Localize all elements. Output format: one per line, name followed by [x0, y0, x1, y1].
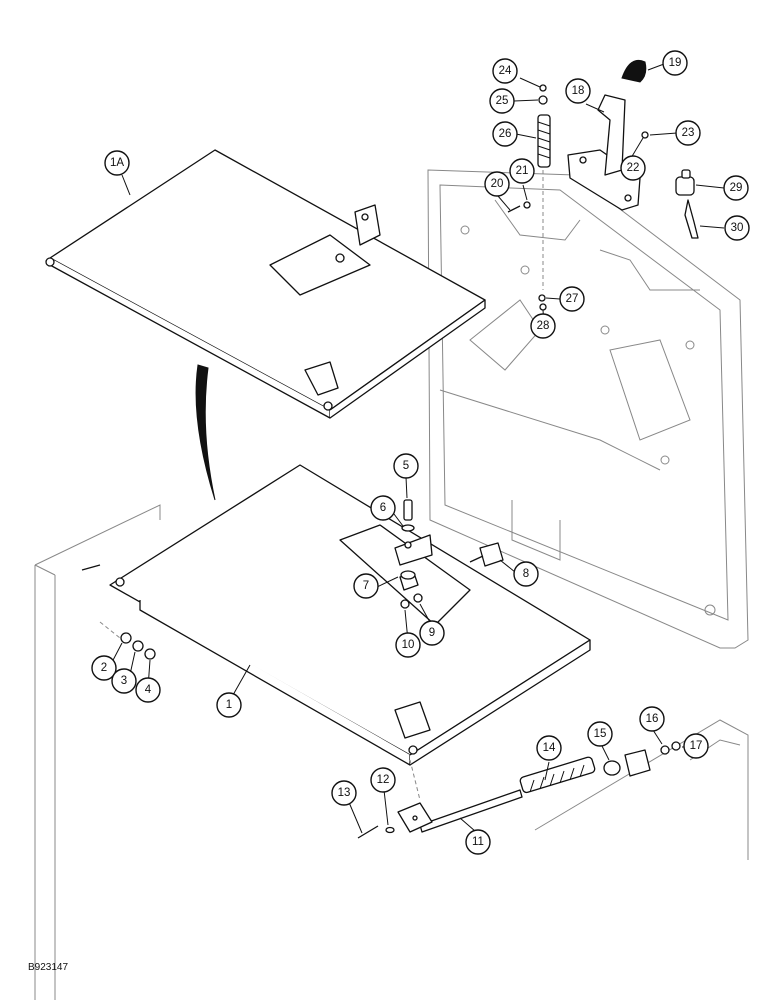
callout-label: 11 — [472, 836, 484, 848]
callout-label: 8 — [523, 568, 529, 580]
callout-label: 9 — [429, 627, 435, 639]
latch-spring-stack — [537, 84, 551, 290]
callout-8: 8 — [513, 561, 539, 587]
callout-11: 11 — [465, 829, 491, 855]
nut-27 — [538, 294, 546, 302]
callout-label: 15 — [594, 728, 607, 740]
tension-rod-assembly — [357, 741, 681, 839]
figure-reference-code: B923147 — [28, 962, 69, 973]
callout-24: 24 — [492, 58, 518, 84]
callout-label: 10 — [402, 639, 415, 651]
callout-4: 4 — [135, 677, 161, 703]
callout-label: 24 — [499, 65, 512, 77]
callout-label: 20 — [491, 178, 504, 190]
nut-28 — [539, 303, 547, 311]
callout-10: 10 — [395, 632, 421, 658]
callout-2: 2 — [91, 655, 117, 681]
hinge-hardware — [399, 499, 504, 609]
nut — [641, 131, 649, 139]
callout-18: 18 — [565, 78, 591, 104]
callout-5: 5 — [393, 453, 419, 479]
callout-3: 3 — [111, 668, 137, 694]
washer — [523, 201, 531, 209]
callout-19: 19 — [662, 50, 688, 76]
callout-label: 14 — [543, 742, 556, 754]
frame-panel — [427, 169, 749, 649]
callout-label: 29 — [730, 182, 743, 194]
callout-22: 22 — [620, 155, 646, 181]
seat-pan-lower — [109, 464, 591, 766]
callout-17: 17 — [683, 733, 709, 759]
callout-27: 27 — [559, 286, 585, 312]
callout-7: 7 — [353, 573, 379, 599]
callout-30: 30 — [724, 215, 750, 241]
callout-6: 6 — [370, 495, 396, 521]
callout-26: 26 — [492, 121, 518, 147]
assembly-arrow — [195, 364, 216, 501]
callout-28: 28 — [530, 313, 556, 339]
callout-16: 16 — [639, 706, 665, 732]
callout-label: 3 — [121, 675, 127, 687]
callout-label: 19 — [669, 57, 682, 69]
side-panel-outline — [534, 719, 749, 860]
callout-label: 1A — [110, 157, 124, 169]
callout-label: 23 — [682, 127, 695, 139]
latch-assembly — [567, 94, 641, 211]
knob — [621, 59, 647, 83]
seat-pan-upper — [45, 149, 486, 419]
callout-label: 17 — [690, 740, 703, 752]
callout-label: 2 — [101, 662, 107, 674]
callout-9: 9 — [419, 620, 445, 646]
callout-20: 20 — [484, 171, 510, 197]
callout-label: 18 — [572, 85, 585, 97]
callout-label: 27 — [566, 293, 579, 305]
callout-label: 6 — [380, 502, 386, 514]
callout-29: 29 — [723, 175, 749, 201]
callout-label: 28 — [537, 320, 550, 332]
bolt — [507, 205, 521, 213]
callout-label: 26 — [499, 128, 512, 140]
callout-label: 16 — [646, 713, 659, 725]
callout-label: 5 — [403, 460, 409, 472]
callout-1: 1 — [216, 692, 242, 718]
callout-13: 13 — [331, 780, 357, 806]
callout-label: 1 — [226, 699, 232, 711]
callout-label: 12 — [377, 774, 390, 786]
callout-label: 30 — [731, 222, 744, 234]
callout-label: 21 — [516, 165, 529, 177]
callout-21: 21 — [509, 158, 535, 184]
callout-23: 23 — [675, 120, 701, 146]
callout-label: 4 — [145, 684, 152, 696]
callout-label: 7 — [363, 580, 369, 592]
callout-label: 13 — [338, 787, 351, 799]
lock-and-key — [675, 169, 699, 239]
callout-14: 14 — [536, 735, 562, 761]
pivot-hardware — [81, 564, 156, 660]
callout-15: 15 — [587, 721, 613, 747]
callout-25: 25 — [489, 88, 515, 114]
callout-1A: 1A — [104, 150, 130, 176]
callout-12: 12 — [370, 767, 396, 793]
callout-label: 25 — [496, 95, 509, 107]
callout-label: 22 — [627, 162, 640, 174]
base-outline — [34, 504, 161, 1000]
